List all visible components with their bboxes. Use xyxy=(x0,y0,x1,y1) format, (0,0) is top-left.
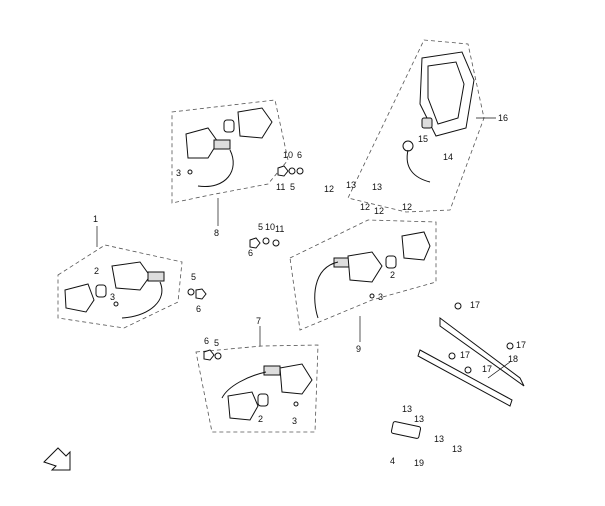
callout-16: 16 xyxy=(498,113,508,123)
nut xyxy=(277,165,289,177)
callout-13: 13 xyxy=(434,434,444,444)
callout-3: 3 xyxy=(292,416,297,426)
signal-wire xyxy=(197,149,234,187)
callout-3: 3 xyxy=(110,292,115,302)
callout-6: 6 xyxy=(196,304,201,314)
front-direction-arrow-icon xyxy=(43,447,71,471)
callout-5: 5 xyxy=(191,272,196,282)
callout-17: 17 xyxy=(482,364,492,374)
lens-cover xyxy=(237,107,273,139)
callout-13: 13 xyxy=(346,180,356,190)
signal-body xyxy=(185,127,219,159)
callout-5: 5 xyxy=(214,338,219,348)
callout-15: 15 xyxy=(418,134,428,144)
bulb xyxy=(95,284,107,298)
callout-4: 4 xyxy=(390,456,395,466)
nut xyxy=(249,237,261,249)
washer xyxy=(262,237,270,245)
callout-18: 18 xyxy=(508,354,518,364)
callout-12: 12 xyxy=(402,202,412,212)
callout-13: 13 xyxy=(414,414,424,424)
screw xyxy=(113,301,119,307)
assembly-front-right-turn-signal: 8 3 10 6 11 5 xyxy=(171,99,304,238)
bolt xyxy=(464,366,472,374)
callout-2: 2 xyxy=(390,270,395,280)
callout-3: 3 xyxy=(176,168,181,178)
callout-6: 6 xyxy=(204,336,209,346)
nut xyxy=(203,349,215,361)
callout-9: 9 xyxy=(356,344,361,354)
screw xyxy=(187,169,193,175)
callout-10: 10 xyxy=(265,222,275,232)
callout-10: 10 xyxy=(283,150,293,160)
signal-stem xyxy=(147,271,165,282)
callout-5: 5 xyxy=(258,222,263,232)
bulb xyxy=(385,255,397,269)
callout-3: 3 xyxy=(378,292,383,302)
callout-12: 12 xyxy=(374,206,384,216)
callout-13: 13 xyxy=(372,182,382,192)
signal-body xyxy=(279,363,313,395)
callout-5: 5 xyxy=(290,182,295,192)
assembly-tail-light: 16 15 14 12 13 13 12 12 12 xyxy=(324,39,508,216)
washer xyxy=(187,288,195,296)
callout-14: 14 xyxy=(443,152,453,162)
callout-11: 11 xyxy=(276,182,285,192)
tail-light-lens xyxy=(427,61,465,125)
washer xyxy=(296,167,304,175)
tail-light-wire xyxy=(406,149,431,183)
signal-stem xyxy=(263,365,281,376)
callout-17: 17 xyxy=(470,300,480,310)
license-light xyxy=(390,421,422,439)
signal-body xyxy=(347,251,383,283)
plate-bracket-lower xyxy=(417,349,513,407)
socket-plug xyxy=(402,140,414,152)
callout-7: 7 xyxy=(256,316,261,326)
callout-2: 2 xyxy=(94,266,99,276)
callout-2: 2 xyxy=(258,414,263,424)
callout-19: 19 xyxy=(414,458,424,468)
bolt xyxy=(454,302,462,310)
callout-6: 6 xyxy=(297,150,302,160)
lens-cover xyxy=(227,391,259,421)
callout-1: 1 xyxy=(93,214,98,224)
washer xyxy=(272,239,280,247)
callout-13: 13 xyxy=(452,444,462,454)
callout-17: 17 xyxy=(460,350,470,360)
signal-wire xyxy=(314,261,339,319)
washer xyxy=(214,352,222,360)
bolt xyxy=(448,352,456,360)
callout-12: 12 xyxy=(324,184,334,194)
callout-17: 17 xyxy=(516,340,526,350)
callout-6: 6 xyxy=(248,248,253,258)
assembly-front-left-turn-signal: 1 2 5 6 3 xyxy=(57,214,207,329)
lens-cover xyxy=(401,231,431,261)
screw xyxy=(369,293,375,299)
nut xyxy=(195,288,207,300)
bolt xyxy=(506,342,514,350)
signal-wire xyxy=(221,371,267,399)
callout-13: 13 xyxy=(402,404,412,414)
bulb-socket xyxy=(421,117,433,129)
assembly-rear-left-turn-signal: 7 6 5 2 3 xyxy=(195,316,319,433)
bulb xyxy=(257,393,269,407)
callout-12: 12 xyxy=(360,202,370,212)
assembly-rear-right-turn-signal: 9 5 10 11 6 2 3 xyxy=(248,219,437,354)
washer xyxy=(288,167,296,175)
callout-11: 11 xyxy=(275,224,284,234)
lens-cover xyxy=(64,283,95,313)
bulb xyxy=(223,119,235,133)
assembly-license-plate-bracket: 17 17 17 17 18 13 13 13 13 4 19 xyxy=(390,300,526,468)
signal-wire xyxy=(121,281,163,319)
screw xyxy=(293,401,299,407)
plate-bracket-upper xyxy=(439,317,525,387)
callout-8: 8 xyxy=(214,228,219,238)
signal-stem xyxy=(213,139,231,150)
signal-body xyxy=(111,261,151,291)
